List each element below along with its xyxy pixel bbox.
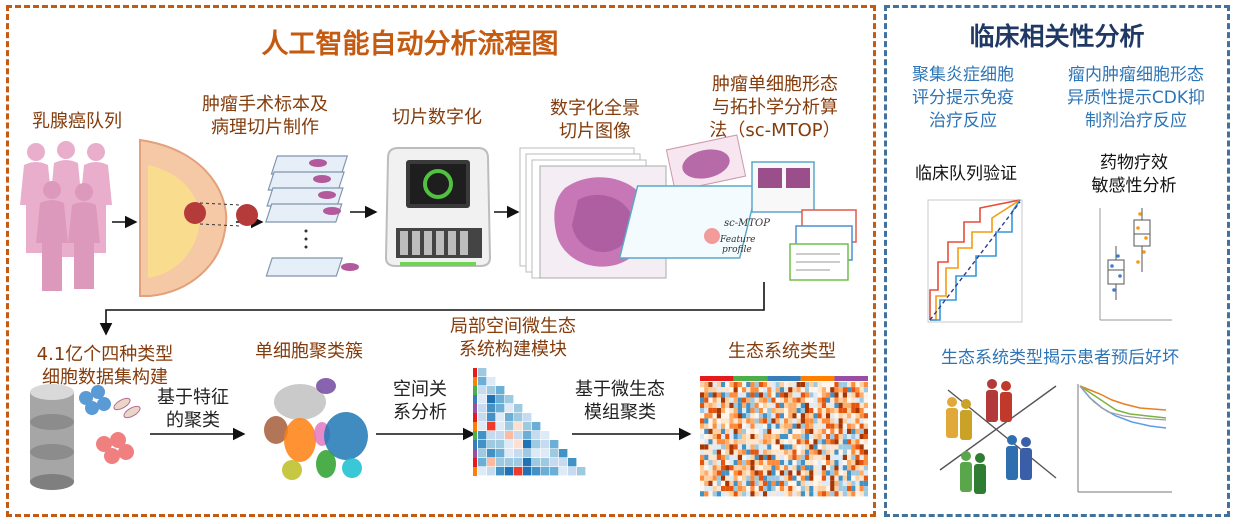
drug-boxplot-icon [1099,208,1172,321]
card-scmtop-text: sc-MTOP [724,218,770,229]
card-feature-text: Feature [719,235,756,245]
label-spatial: 空间关系分析 [393,379,447,423]
workflow-title: 人工智能自动分析流程图 [261,29,559,60]
label-cdk: 瘤内肿瘤细胞形态异质性提示CDK抑制剂治疗反应 [1066,65,1206,131]
survival-curve-icon [1077,384,1172,493]
roc-curve-icon [927,199,1023,323]
slide-scanner-icon [384,147,492,267]
cell-types-icon [79,385,141,464]
label-feature-cluster: 基于特征的聚类 [157,387,229,431]
breast-specimen-icon [139,138,258,297]
card-profile-text: profile [722,245,752,255]
label-specimen: 肿瘤手术标本及病理切片制作 [202,94,328,138]
scmtop-algorithm-icon: sc-MTOP Feature profile [618,134,857,281]
pathology-slides-icon [265,155,349,277]
label-micro-module: 局部空间微生态系统构建模块 [450,316,576,360]
label-ecosystem: 生态系统类型 [728,341,836,362]
patient-groups-icon [939,379,1057,494]
database-icon [30,384,74,490]
clinical-title: 临床相关性分析 [969,22,1145,51]
label-prognosis: 生态系统类型揭示患者预后好坏 [941,348,1179,368]
label-drug: 药物疗效敏感性分析 [1091,153,1177,196]
clinical-panel [884,5,1230,517]
label-module-cluster: 基于微生态模组聚类 [575,379,665,423]
triangle-heatmap-icon [473,368,586,476]
label-cohort: 乳腺癌队列 [32,111,122,132]
label-wsi: 数字化全景切片图像 [550,98,640,142]
label-validation: 临床队列验证 [915,164,1017,184]
ecosystem-heatmap-icon [700,376,868,497]
label-digitize: 切片数字化 [392,107,482,128]
label-scmtop: 肿瘤单细胞形态与拓扑学分析算法（sc-MTOP） [709,74,841,141]
umap-clusters-icon [264,378,368,480]
workflow-panel [6,5,876,517]
label-immune: 聚集炎症细胞评分提示免疫治疗反应 [912,65,1014,131]
label-dataset: 4.1亿个四种类型细胞数据集构建 [36,344,174,388]
cohort-silhouettes-icon [20,141,112,291]
label-single-cell: 单细胞聚类簇 [255,341,363,362]
